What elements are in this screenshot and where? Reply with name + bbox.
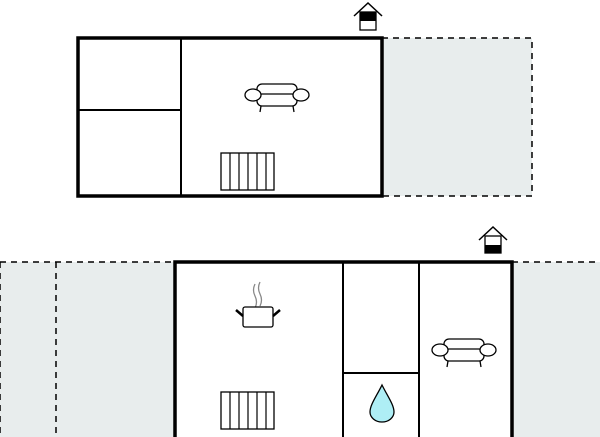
entrance-icon: [353, 1, 383, 31]
outdoor-area: [511, 261, 600, 437]
radiator-icon: [220, 391, 275, 430]
floor-lower: [0, 225, 600, 437]
water-drop-icon: [369, 383, 395, 423]
radiator-icon: [220, 152, 275, 191]
outdoor-area: [0, 261, 176, 437]
entrance-icon: [478, 225, 508, 254]
outdoor-area: [381, 37, 533, 197]
cooking-pot-icon: [235, 281, 281, 328]
floor-upper: [76, 1, 533, 198]
